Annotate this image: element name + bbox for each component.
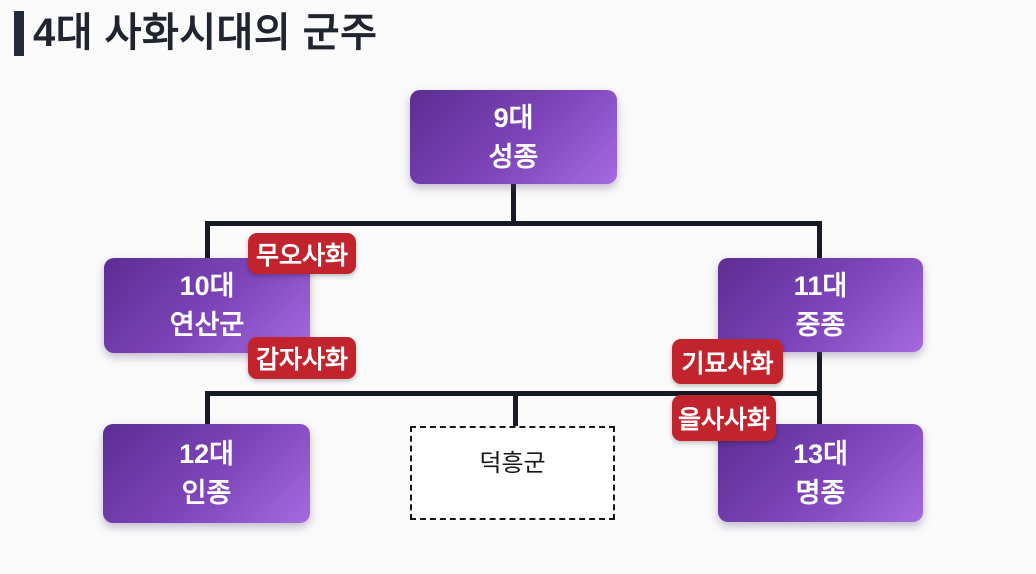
node-monarch-name: 중종 <box>795 309 846 340</box>
node-deokheunggun: 덕흥군 <box>410 426 615 520</box>
connector-seongjong-down <box>511 183 516 225</box>
badge-eulsa-sahwa: 을사사화 <box>672 395 776 441</box>
node-generation-label: 10대 <box>179 271 235 301</box>
connector-myeongjong-drop <box>817 391 822 427</box>
node-seongjong: 9대 성종 <box>410 90 617 184</box>
slide-header: 4대 사화시대의 군주 <box>14 9 377 57</box>
badge-gapja-sahwa: 갑자사화 <box>248 337 356 379</box>
node-generation-label: 13대 <box>793 438 848 469</box>
node-monarch-name: 성종 <box>488 141 539 172</box>
connector-jungjong-down <box>817 350 822 395</box>
node-prince-name: 덕흥군 <box>479 450 546 477</box>
node-monarch-name: 명종 <box>795 477 846 508</box>
connector-injong-drop <box>205 391 210 427</box>
badge-muo-sahwa: 무오사화 <box>248 233 356 274</box>
page-title: 4대 사화시대의 군주 <box>33 11 378 55</box>
connector-jungjong-drop <box>817 221 822 261</box>
node-monarch-name: 인종 <box>181 478 232 508</box>
connector-yeonsangun-drop <box>205 221 210 261</box>
connector-top-horizontal <box>205 221 822 226</box>
node-myeongjong: 13대 명종 <box>718 424 923 522</box>
node-generation-label: 12대 <box>179 439 234 469</box>
node-monarch-name: 연산군 <box>169 310 245 340</box>
badge-gimyo-sahwa: 기묘사화 <box>672 339 783 384</box>
node-injong: 12대 인종 <box>103 424 310 523</box>
node-generation-label: 11대 <box>793 270 848 301</box>
node-jungjong: 11대 중종 <box>718 258 923 352</box>
title-accent-bar <box>14 10 24 56</box>
connector-deokheunggun-drop <box>513 391 518 429</box>
node-generation-label: 9대 <box>493 102 534 133</box>
